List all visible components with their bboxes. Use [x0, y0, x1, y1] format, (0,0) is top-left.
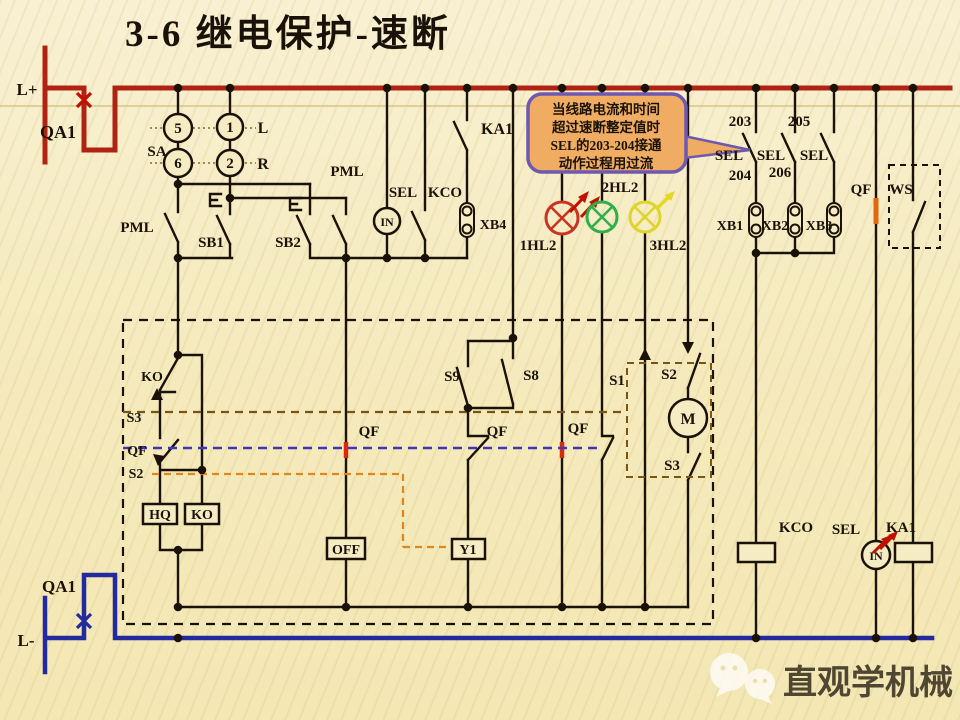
- ka1-coil: [893, 541, 934, 564]
- callout-line-4: 动作过程用过流: [559, 155, 654, 171]
- sa-dir-l: L: [258, 120, 269, 137]
- ko-coil: KO: [183, 502, 221, 526]
- pml-left-label: PML: [120, 220, 153, 236]
- terminal-206-label: 206: [769, 165, 792, 181]
- ws-dashed-box: [888, 164, 941, 249]
- lamp-1hl2-label: 1HL2: [520, 238, 557, 254]
- callout-bubble: 当线路电流和时间 超过速断整定值时 SEL的203-204接通 动作过程用过流: [526, 92, 751, 174]
- xb2-connector: [787, 202, 803, 238]
- s9-label: S9: [444, 369, 460, 385]
- s3-right-label: S3: [664, 458, 680, 474]
- sa-pin-1: 1: [226, 120, 234, 136]
- sel-in-text: IN: [380, 215, 394, 229]
- lamp-3hl2-label: 3HL2: [650, 238, 687, 254]
- s1-up-arrow-icon: [639, 348, 651, 360]
- s2-right-label: S2: [661, 367, 677, 383]
- ka1-coil-label: KA1: [886, 520, 916, 536]
- callout-line-3: SEL的203-204接通: [550, 137, 662, 153]
- sa-label: SA: [147, 144, 166, 160]
- sa-pin-5: 5: [174, 121, 182, 137]
- sa-pin-2: 2: [226, 156, 234, 172]
- sa-linkage-dotted: [150, 127, 256, 164]
- qa1-bottom-label: QA1: [42, 577, 76, 596]
- xb3-connector: [826, 202, 842, 238]
- watermark: 直观学机械: [710, 653, 953, 704]
- lamp-3hl2: 3HL2: [628, 191, 687, 254]
- page-title: 3-6 继电保护-速断: [125, 13, 451, 55]
- terminal-204-label: 204: [729, 168, 752, 184]
- sel-in-device: [372, 206, 402, 236]
- qf-off-column-label: QF: [359, 424, 380, 440]
- sel-contact-b-label: SEL: [757, 148, 785, 164]
- negative-bus: L- QA1: [18, 572, 935, 675]
- l-plus-label: L+: [16, 80, 37, 99]
- positive-bus: L+ QA1: [16, 45, 953, 165]
- ko-coil-label: KO: [191, 508, 213, 523]
- sel-contact-a-label: SEL: [715, 148, 743, 164]
- qf-right-label: QF: [851, 182, 872, 198]
- sel-top-label: SEL: [389, 185, 417, 201]
- off-coil: OFF: [325, 536, 367, 561]
- sel-contact-c-label: SEL: [800, 148, 828, 164]
- kco-coil-label: KCO: [779, 520, 813, 536]
- y1-coil: Y1: [450, 537, 487, 561]
- interlock-dashed-box: [121, 318, 715, 626]
- qf-left-label: QF: [127, 444, 146, 459]
- xb1-label: XB1: [717, 219, 743, 234]
- selector-dashed-box: [626, 362, 712, 478]
- wiring: [158, 86, 927, 640]
- motor-label: M: [680, 411, 695, 428]
- y1-coil-label: Y1: [459, 543, 476, 558]
- off-coil-label: OFF: [332, 543, 360, 558]
- ka1-top-label: KA1: [481, 121, 513, 138]
- s3-left-label: S3: [127, 411, 142, 426]
- sb2-button-cap-icon: [288, 196, 303, 212]
- xb4-connector: [459, 202, 475, 238]
- hq-coil: HQ: [141, 502, 179, 526]
- callout-line-1: 当线路电流和时间: [552, 101, 660, 117]
- qf-down-arrow-icon: [153, 454, 165, 466]
- kco-coil: [736, 541, 777, 564]
- qa1-top-breaker-cross-icon: [75, 91, 93, 109]
- motor-symbol: [667, 397, 709, 439]
- wechat-icon: [710, 653, 748, 691]
- sa-selector-switch: 5 1 6 2 L R SA: [147, 112, 269, 179]
- s2-left-label: S2: [129, 467, 144, 482]
- lamp-2hl2: 2HL2: [585, 180, 639, 234]
- sel-bottom-label: SEL: [832, 522, 860, 538]
- xb2-label: XB2: [762, 219, 788, 234]
- hq-coil-label: HQ: [149, 508, 171, 523]
- sb1-button-cap-icon: [208, 192, 223, 208]
- s3-up-arrow-icon: [151, 388, 163, 400]
- sa-dir-r: R: [257, 156, 269, 173]
- sa-pin-6: 6: [174, 156, 182, 172]
- watermark-text: 直观学机械: [783, 663, 953, 702]
- qf-mid-label: QF: [487, 424, 508, 440]
- s8-label: S8: [523, 368, 539, 384]
- lamp-2hl2-label: 2HL2: [602, 180, 639, 196]
- xb3-label: XB3: [806, 219, 832, 234]
- ko-contact-label: KO: [141, 370, 163, 385]
- junction-dots: [173, 83, 918, 643]
- xb1-connector: [748, 202, 764, 238]
- qf-lamp-column-label: QF: [568, 421, 589, 437]
- lamp-1hl2: 1HL2: [520, 191, 600, 254]
- sb2-label: SB2: [275, 235, 301, 251]
- s2-linkage-dashed-line: [152, 472, 452, 549]
- terminal-203-label: 203: [729, 114, 752, 130]
- sb1-label: SB1: [198, 235, 224, 251]
- s1-label: S1: [609, 373, 625, 389]
- qa1-top-label: QA1: [40, 122, 76, 142]
- callout-line-2: 超过速断整定值时: [551, 119, 660, 135]
- qa1-bottom-breaker-cross-icon: [75, 612, 93, 630]
- ws-label: WS: [889, 182, 912, 198]
- terminal-205-label: 205: [788, 114, 811, 130]
- kco-top-label: KCO: [428, 185, 462, 201]
- pml-right-label: PML: [330, 164, 363, 180]
- s2-down-arrow-icon: [682, 342, 694, 354]
- xb4-label: XB4: [480, 218, 506, 233]
- flash-arrow-yellow: [654, 194, 672, 211]
- l-minus-label: L-: [18, 631, 35, 650]
